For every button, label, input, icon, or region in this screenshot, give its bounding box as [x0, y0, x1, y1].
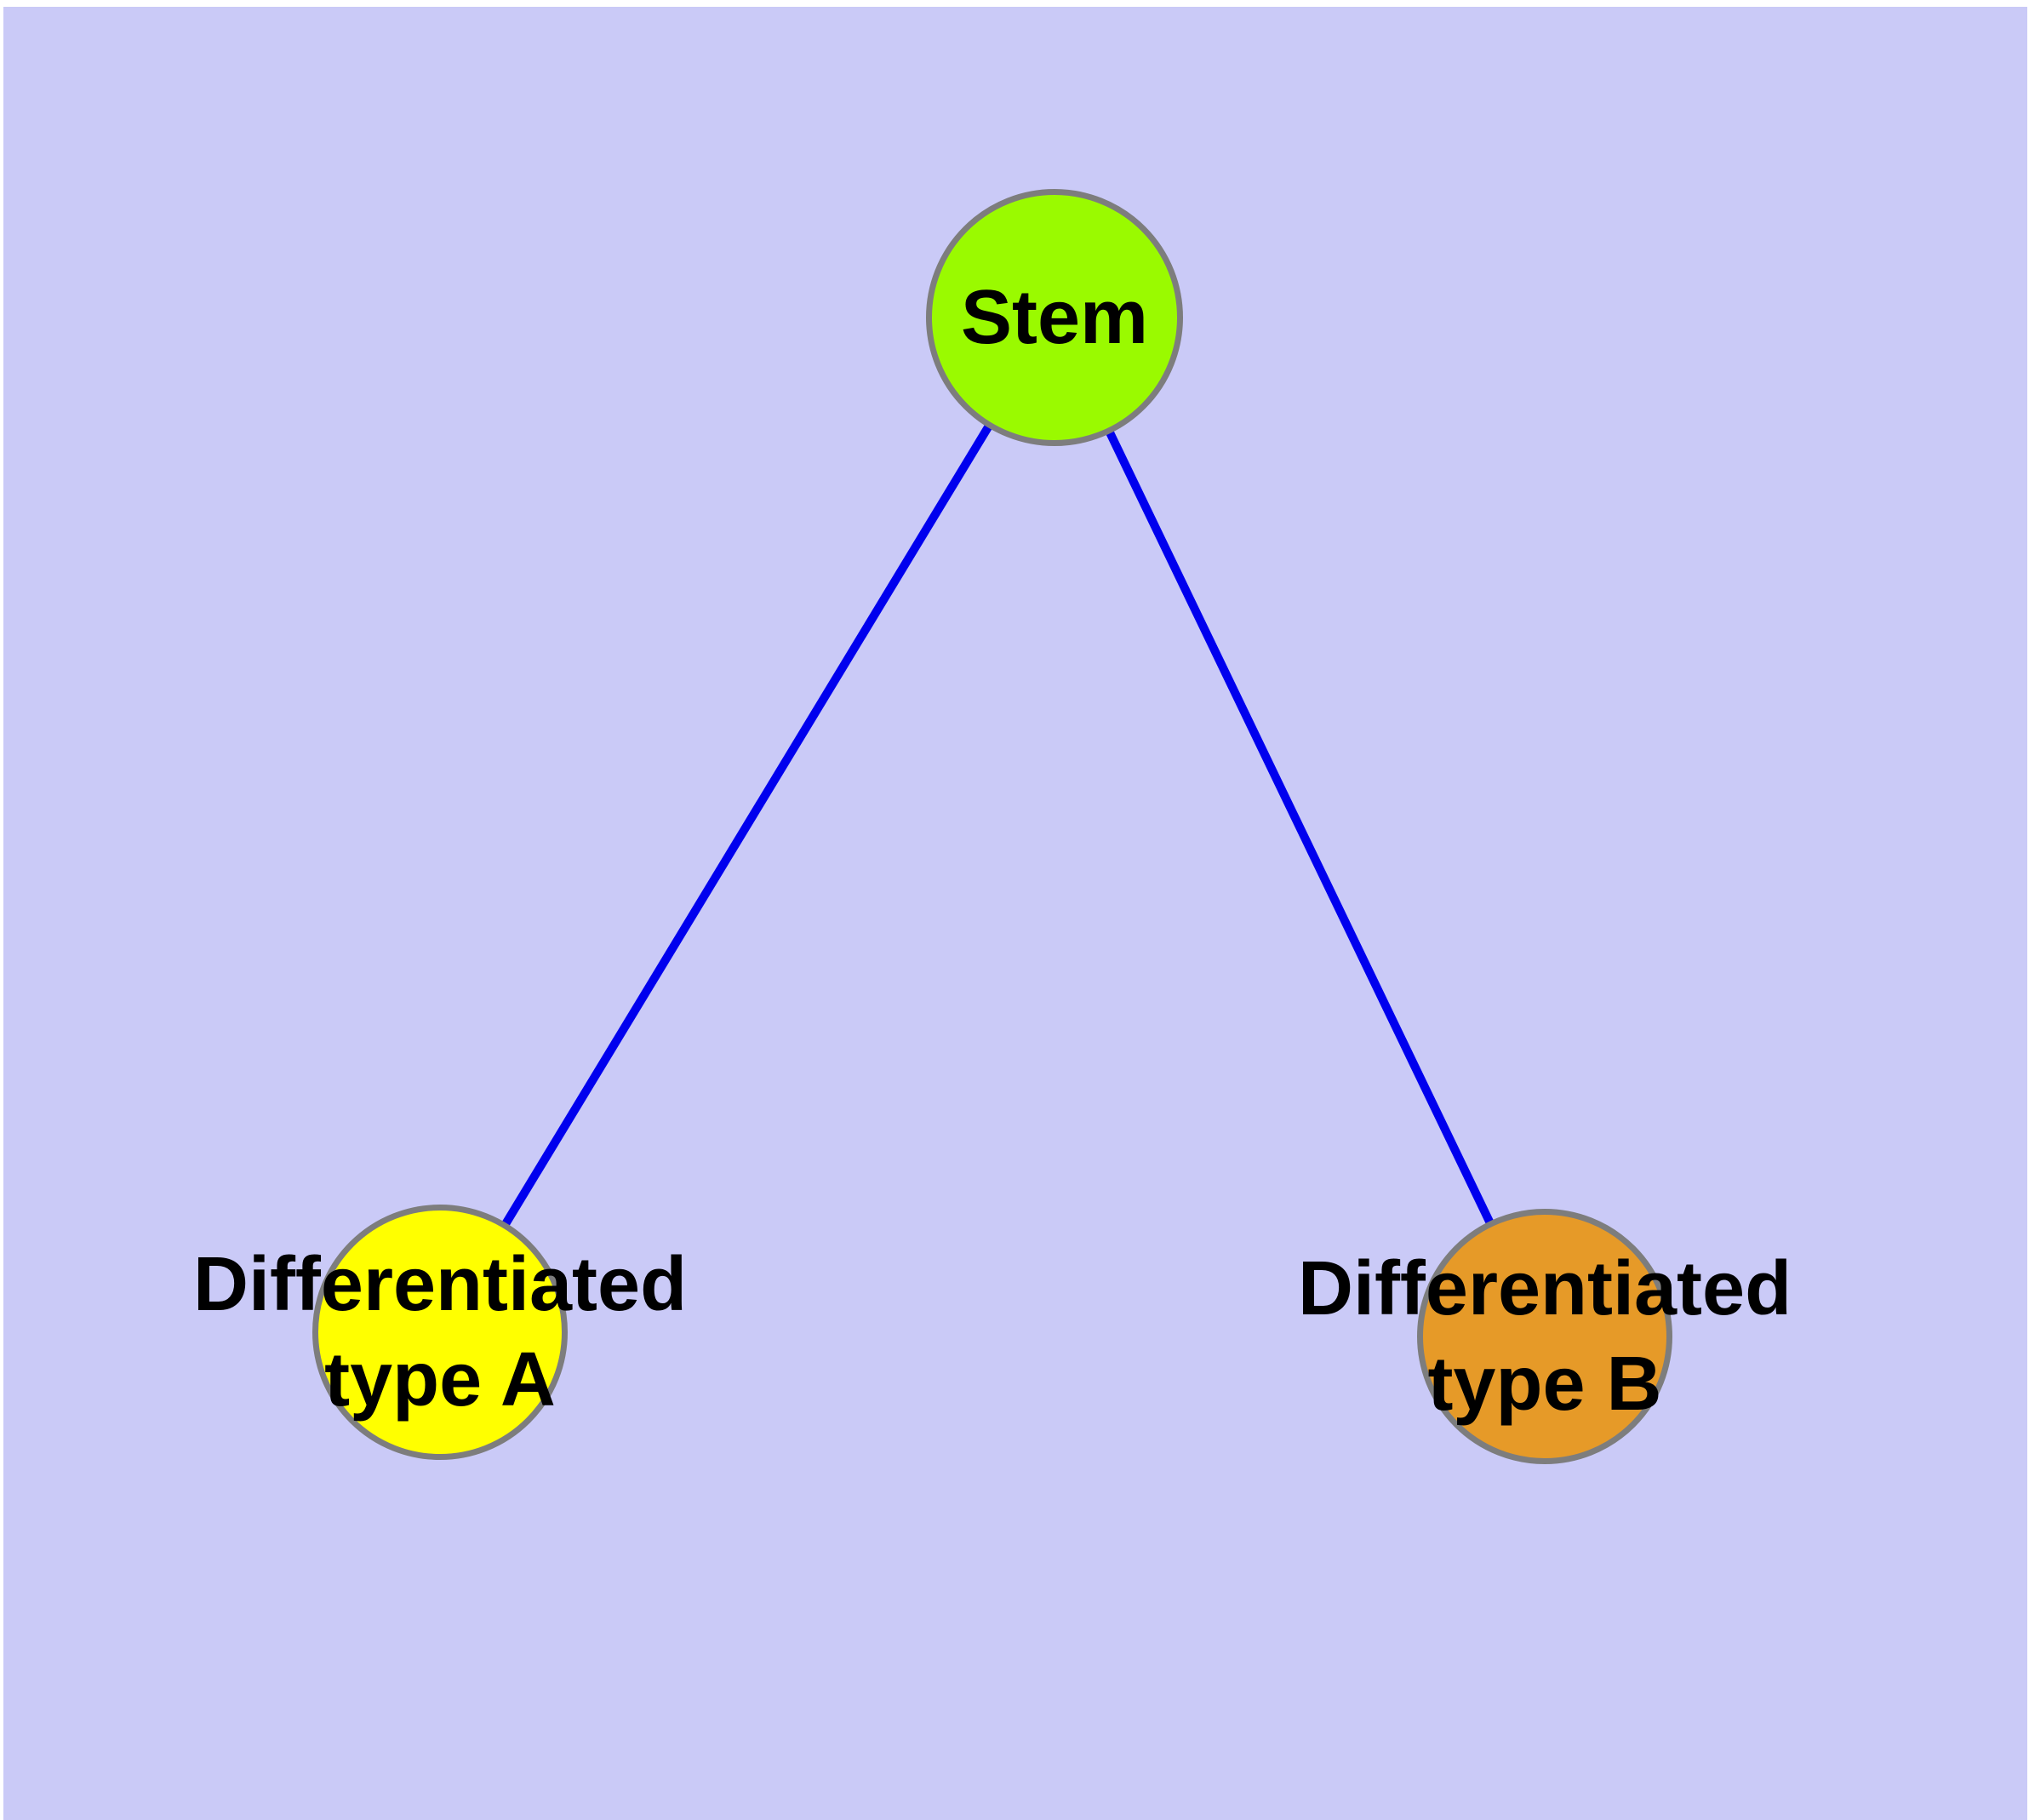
node-label-differentiated-type-a-line2: type A [324, 1337, 556, 1422]
node-label-stem: Stem [961, 270, 1148, 365]
node-label-differentiated-type-b-line1: Differentiated [1297, 1246, 1792, 1331]
node-label-differentiated-type-b: Differentiated type B [1298, 1241, 1792, 1432]
edge-stem-to-differentiated-type-b [1050, 315, 1549, 1339]
node-label-differentiated-type-b-line2: type B [1427, 1342, 1662, 1427]
node-label-differentiated-type-a-line1: Differentiated [192, 1242, 688, 1327]
node-label-stem-line1: Stem [960, 275, 1149, 360]
node-differentiated-type-a [312, 1205, 568, 1460]
edge-stem-to-differentiated-type-a [436, 315, 1059, 1335]
node-differentiated-type-b [1417, 1209, 1672, 1464]
node-stem [926, 189, 1183, 446]
node-label-differentiated-type-a: Differentiated type A [193, 1237, 687, 1428]
